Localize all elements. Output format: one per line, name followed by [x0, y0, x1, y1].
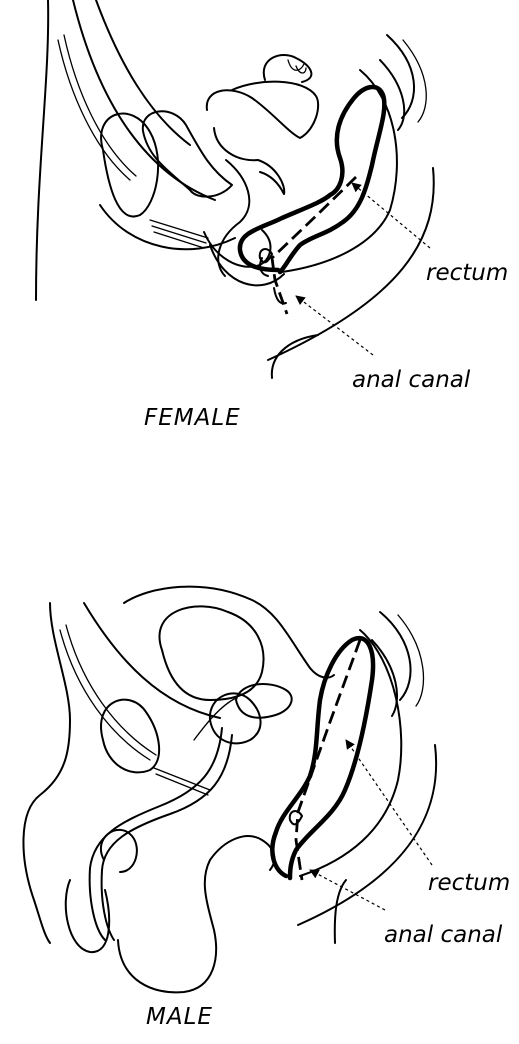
male-anal-canal-arrow	[310, 870, 385, 910]
female-uterus-inner	[214, 128, 284, 194]
female-buttock	[268, 168, 434, 360]
female-bladder	[101, 114, 158, 217]
female-anal-canal-arrow	[296, 296, 373, 355]
female-anal-canal-label: anal canal	[352, 367, 471, 393]
male-peritoneum	[124, 587, 334, 678]
female-perineal-line	[272, 335, 318, 378]
female-diagram: rectum anal canal FEMALE	[36, 0, 508, 431]
male-urethra-line-2	[156, 774, 208, 795]
female-title: FEMALE	[144, 405, 241, 431]
male-perineal-line	[335, 880, 346, 943]
female-urethra-line-1	[150, 220, 208, 238]
female-rectum	[240, 87, 384, 272]
male-scrotum	[118, 836, 274, 992]
male-sacral-curve-4	[372, 640, 397, 716]
male-buttock	[298, 745, 436, 925]
male-abdominal-wall	[84, 603, 220, 718]
male-rectum	[272, 638, 373, 878]
female-sacral-curve-2	[387, 35, 414, 118]
female-back-outline	[36, 0, 48, 300]
male-back-outline	[23, 603, 70, 943]
female-rectum-label: rectum	[426, 260, 508, 286]
female-sacral-curve-1	[282, 70, 397, 272]
female-uterus	[207, 82, 318, 138]
female-muscle-line-2	[64, 35, 136, 176]
female-rectum-axis	[272, 177, 356, 314]
male-rectum-label: rectum	[428, 870, 510, 896]
female-perineum-upper	[100, 205, 235, 249]
male-diagram: rectum anal canal MALE	[23, 587, 510, 1030]
female-abdominal-wall	[73, 0, 215, 200]
female-sacral-curve-3	[403, 40, 426, 122]
female-ovary-tube	[264, 55, 312, 82]
female-rectum-arrow	[352, 183, 430, 248]
male-anal-canal-label: anal canal	[384, 922, 503, 948]
male-title: MALE	[146, 1004, 213, 1030]
male-testis	[101, 830, 137, 872]
male-seminal-vesicle	[236, 684, 292, 718]
male-rectum-arrow	[346, 740, 432, 865]
